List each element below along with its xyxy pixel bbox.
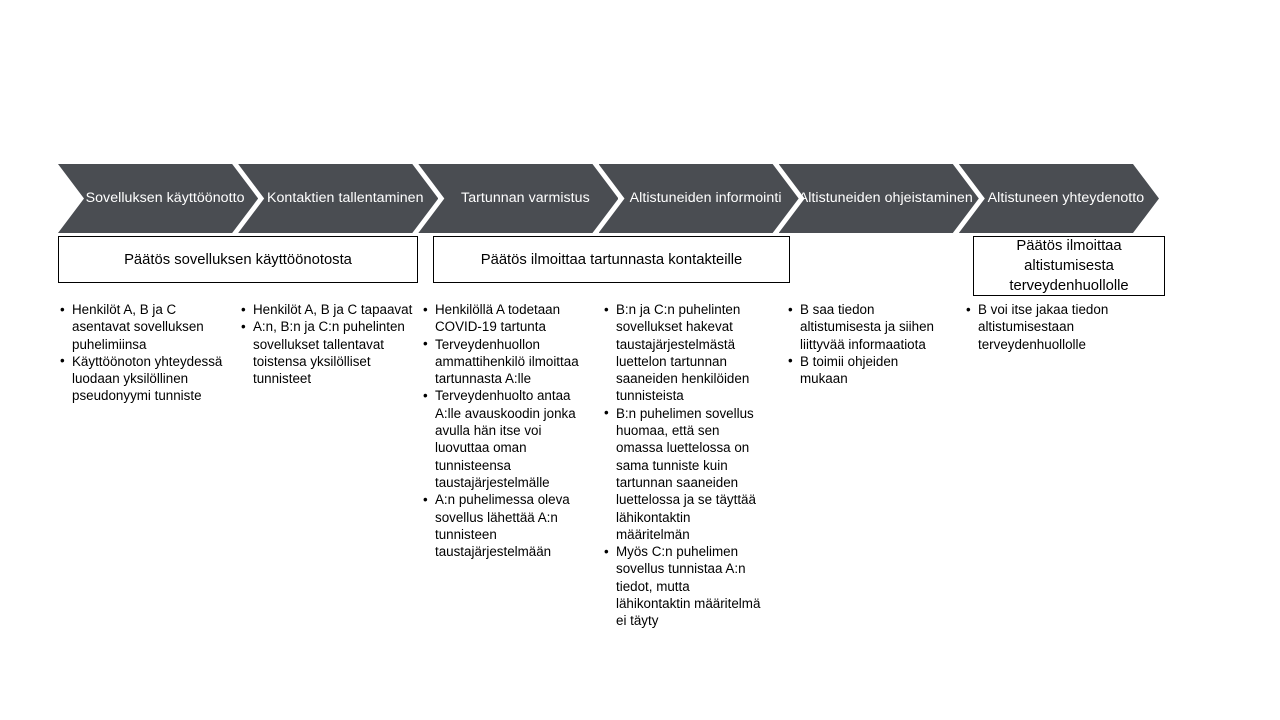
decision-box-text: Päätös sovelluksen käyttöönotosta xyxy=(124,251,352,268)
process-chevron-band: Sovelluksen käyttöönotto Kontaktien talle… xyxy=(58,164,1165,233)
list-item: B:n puhelimen sovellus huomaa, että sen … xyxy=(604,404,766,543)
process-step-3: Tartunnan varmistus xyxy=(418,164,619,233)
process-step-4: Altistuneiden informointi xyxy=(598,164,799,233)
decision-box-text: Päätös ilmoittaa tartunnasta kontakteill… xyxy=(480,251,743,268)
list-item: B toimii ohjeiden mukaan xyxy=(788,352,948,388)
bullet-column-app-adoption: Henkilöt A, B ja C asentavat sovelluksen… xyxy=(60,301,230,405)
process-step-2: Kontaktien tallentaminen xyxy=(238,164,439,233)
bullet-list: B saa tiedon altistumisesta ja siihen li… xyxy=(788,301,948,387)
list-item: Myös C:n puhelimen sovellus tunnistaa A:… xyxy=(604,543,766,629)
list-item: B saa tiedon altistumisesta ja siihen li… xyxy=(788,301,948,353)
decision-box-text: Päätös ilmoittaa altistumisesta terveyde… xyxy=(1009,238,1129,294)
process-step-label: Altistuneen yhteydenotto xyxy=(987,190,1145,206)
decision-box-notify-healthcare: Päätös ilmoittaa altistumisesta terveyde… xyxy=(973,236,1165,296)
list-item: Henkilöllä A todetaan COVID-19 tartunta xyxy=(423,301,595,336)
list-item: Henkilöt A, B ja C asentavat sovelluksen… xyxy=(60,301,230,353)
list-item: Henkilöt A, B ja C tapaavat xyxy=(241,300,416,318)
process-step-label: Kontaktien tallentaminen xyxy=(266,190,424,206)
list-item: B voi itse jakaa tiedon altistumisestaan… xyxy=(966,301,1126,353)
process-step-6: Altistuneen yhteydenotto xyxy=(958,164,1159,233)
bullet-column-contact-storage: Henkilöt A, B ja C tapaavat A:n, B:n ja … xyxy=(241,300,416,387)
process-step-label: Altistuneiden informointi xyxy=(629,190,782,206)
process-step-5: Altistuneiden ohjeistaminen xyxy=(778,164,979,233)
bullet-column-exposed-contact: B voi itse jakaa tiedon altistumisestaan… xyxy=(966,301,1126,353)
bullet-list: Henkilöt A, B ja C asentavat sovelluksen… xyxy=(60,301,230,405)
bullet-list: B voi itse jakaa tiedon altistumisestaan… xyxy=(966,301,1126,353)
process-step-label: Altistuneiden ohjeistaminen xyxy=(798,190,973,206)
bullet-list: B:n ja C:n puhelinten sovellukset hakeva… xyxy=(604,301,766,630)
list-item: Käyttöönoton yhteydessä luodaan yksilöll… xyxy=(60,352,230,405)
list-item: A:n puhelimessa oleva sovellus lähettää … xyxy=(423,491,595,560)
list-item: Terveydenhuolto antaa A:lle avauskoodin … xyxy=(423,387,595,491)
bullet-list: Henkilöllä A todetaan COVID-19 tartunta … xyxy=(423,301,595,560)
bullet-column-exposed-guidance: B saa tiedon altistumisesta ja siihen li… xyxy=(788,301,948,387)
process-step-1: Sovelluksen käyttöönotto xyxy=(58,164,259,233)
decision-box-notify-contacts: Päätös ilmoittaa tartunnasta kontakteill… xyxy=(433,236,790,283)
process-step-label: Sovelluksen käyttöönotto xyxy=(85,190,245,206)
list-item: Terveydenhuollon ammattihenkilö ilmoitta… xyxy=(423,335,595,388)
bullet-list: Henkilöt A, B ja C tapaavat A:n, B:n ja … xyxy=(241,300,416,387)
process-step-label: Tartunnan varmistus xyxy=(461,190,590,206)
list-item: A:n, B:n ja C:n puhelinten sovellukset t… xyxy=(241,318,416,387)
decision-box-app-adoption: Päätös sovelluksen käyttöönotosta xyxy=(58,236,418,283)
list-item: B:n ja C:n puhelinten sovellukset hakeva… xyxy=(604,301,766,405)
bullet-column-infection-confirmation: Henkilöllä A todetaan COVID-19 tartunta … xyxy=(423,301,595,560)
bullet-column-exposed-informing: B:n ja C:n puhelinten sovellukset hakeva… xyxy=(604,301,766,630)
